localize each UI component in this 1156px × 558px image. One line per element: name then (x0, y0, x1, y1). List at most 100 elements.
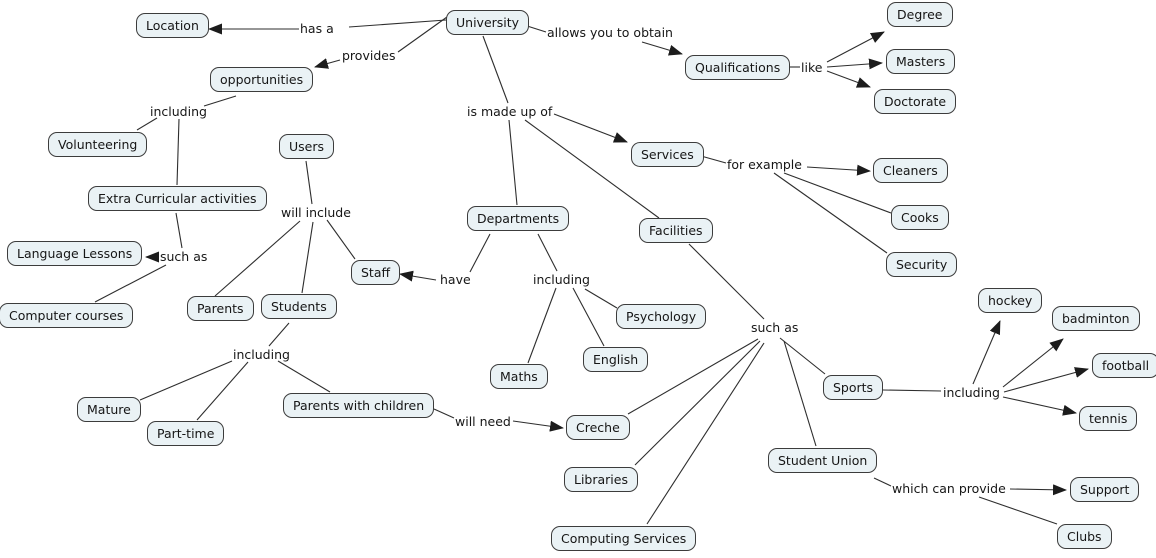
edge-departments-have (469, 233, 491, 273)
node-doctorate[interactable]: Doctorate (874, 89, 957, 114)
node-language-lessons[interactable]: Language Lessons (7, 241, 143, 266)
edge-like-masters-arrow (826, 58, 883, 70)
edge-willinclude-students (301, 221, 314, 294)
edge-whichcanprovide-support-arrow (1009, 484, 1067, 496)
node-masters[interactable]: Masters (886, 49, 956, 74)
edge-including-hockey-arrow (972, 320, 1001, 385)
node-opportunities[interactable]: opportunities (210, 67, 314, 92)
edge-including-psychology (584, 288, 618, 309)
node-student-union[interactable]: Student Union (768, 448, 878, 473)
node-security[interactable]: Security (886, 252, 958, 277)
edge-like-degree-arrow (826, 31, 885, 63)
edge-label-allows-you-to-obtain: allows you to obtain (547, 25, 673, 40)
edge-ismadeupof-facilities (524, 119, 660, 219)
node-computer-courses[interactable]: Computer courses (0, 303, 134, 328)
node-tennis[interactable]: tennis (1079, 406, 1138, 431)
node-qualifications[interactable]: Qualifications (685, 55, 791, 80)
edge-label-including-sports: including (943, 385, 1000, 400)
node-computing-services[interactable]: Computing Services (551, 526, 697, 551)
edge-students-including (268, 322, 290, 347)
edge-university-provides (397, 16, 448, 53)
edge-extracurricular-suchas (175, 212, 183, 249)
node-cooks[interactable]: Cooks (891, 205, 949, 230)
edge-label-including-students: including (233, 347, 290, 362)
node-creche[interactable]: Creche (566, 415, 630, 440)
edge-opportunities-including (203, 95, 237, 107)
node-clubs[interactable]: Clubs (1057, 524, 1112, 549)
edge-label-will-include: will include (281, 205, 351, 220)
edge-willinclude-parents (214, 220, 301, 297)
node-badminton[interactable]: badminton (1052, 306, 1140, 331)
node-staff[interactable]: Staff (351, 260, 401, 285)
node-hockey[interactable]: hockey (978, 288, 1043, 313)
edge-parentswithchildren-willneed (433, 408, 455, 419)
node-football[interactable]: football (1092, 353, 1156, 378)
edge-including-tennis-arrow (1002, 396, 1077, 416)
edge-including-maths (527, 287, 557, 364)
edge-willinclude-staff (326, 219, 356, 260)
node-location[interactable]: Location (136, 13, 209, 38)
edge-like-doctorate-arrow (826, 70, 871, 88)
edge-willneed-creche-arrow (512, 420, 564, 432)
edge-suchas-libraries (634, 340, 761, 466)
edge-suchas-computingservices (646, 342, 765, 525)
node-students[interactable]: Students (261, 294, 337, 319)
edge-provides-opportunities-arrow (314, 58, 341, 69)
node-university[interactable]: University (446, 10, 530, 35)
node-sports[interactable]: Sports (823, 375, 884, 400)
edge-forexample-cleaners-arrow (806, 164, 871, 176)
edge-forexample-security (773, 172, 888, 254)
edge-including-parentswithchildren (277, 360, 331, 393)
edge-label-provides: provides (342, 48, 396, 63)
edge-including-volunteering (136, 117, 158, 131)
node-psychology[interactable]: Psychology (616, 304, 707, 329)
edge-label-is-made-up-of: is made up of (467, 104, 553, 119)
edge-departments-including (537, 233, 558, 272)
edge-forexample-cooks (783, 172, 892, 214)
node-english[interactable]: English (583, 347, 649, 372)
edge-ismadeupof-services-arrow (553, 113, 628, 143)
node-parents-with-children[interactable]: Parents with children (283, 393, 435, 418)
edge-suchas-sports (779, 337, 826, 375)
node-parents[interactable]: Parents (187, 296, 254, 321)
edge-university-hasa (348, 19, 447, 28)
node-facilities[interactable]: Facilities (639, 218, 713, 243)
edge-label-have: have (440, 272, 471, 287)
edge-suchas-computercourses (94, 264, 167, 303)
edge-label-including-departments: including (533, 272, 590, 287)
node-libraries[interactable]: Libraries (564, 467, 638, 492)
node-maths[interactable]: Maths (490, 364, 548, 389)
edge-facilities-suchas (688, 243, 765, 320)
node-users[interactable]: Users (279, 134, 335, 159)
edge-university-ismadeupof (482, 35, 509, 104)
edge-sports-including (882, 389, 942, 392)
node-degree[interactable]: Degree (887, 2, 953, 27)
edge-label-like: like (801, 60, 823, 75)
node-part-time[interactable]: Part-time (147, 421, 225, 446)
edge-including-mature (139, 360, 233, 401)
node-extra-curricular-activities[interactable]: Extra Curricular activities (88, 186, 267, 211)
edge-ismadeupof-departments (508, 119, 518, 206)
edge-suchas-creche (627, 338, 759, 415)
node-mature[interactable]: Mature (77, 397, 141, 422)
node-support[interactable]: Support (1070, 477, 1140, 502)
node-services[interactable]: Services (631, 142, 704, 167)
edge-label-such-as-facilities: such as (751, 320, 799, 335)
edge-allows-qualifications-arrow (641, 41, 683, 56)
node-cleaners[interactable]: Cleaners (873, 158, 948, 183)
edge-studentunion-whichcanprovide (873, 477, 892, 487)
edge-including-badminton-arrow (1002, 338, 1064, 388)
edge-label-including-opportunities: including (150, 104, 207, 119)
node-volunteering[interactable]: Volunteering (48, 132, 148, 157)
edge-including-english (572, 287, 605, 347)
node-departments[interactable]: Departments (467, 206, 570, 231)
edge-including-extracurricular (176, 118, 180, 186)
edge-label-has-a: has a (300, 21, 334, 36)
edge-label-such-as-activities: such as (160, 249, 208, 264)
edge-users-willinclude (305, 160, 313, 205)
edge-including-parttime (196, 361, 249, 421)
edge-label-will-need: will need (455, 414, 511, 429)
edge-including-football-arrow (1003, 367, 1089, 393)
